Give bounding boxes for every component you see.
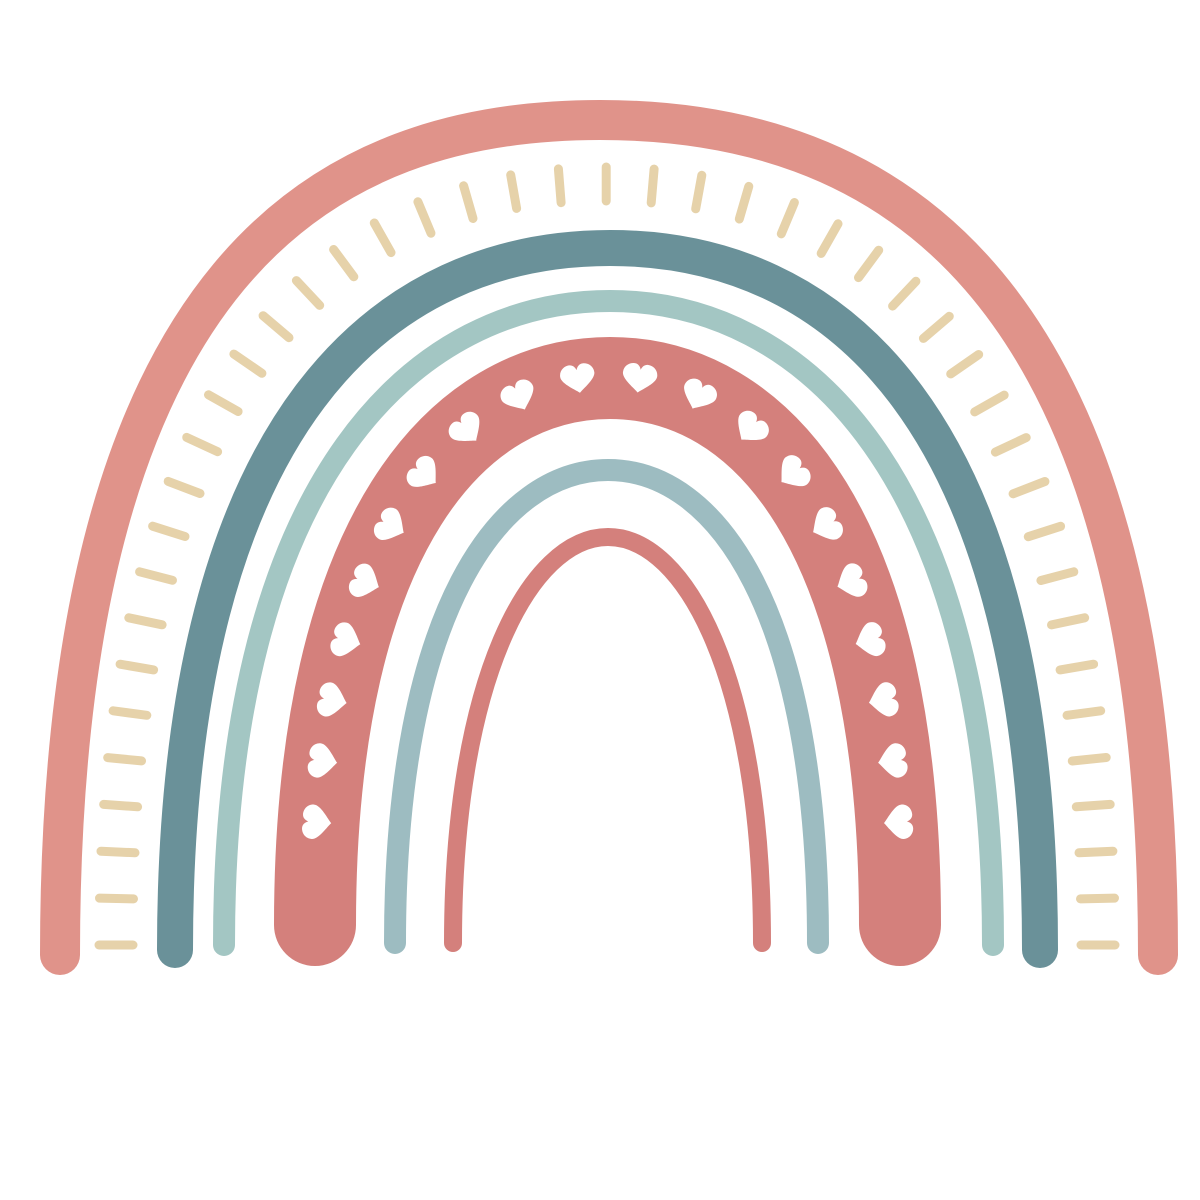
tan-dash bbox=[1047, 613, 1090, 630]
tan-dash bbox=[734, 181, 754, 224]
light-blue-arc bbox=[384, 458, 829, 954]
tan-dash bbox=[329, 245, 359, 282]
heart bbox=[560, 363, 595, 393]
tan-dash bbox=[95, 893, 138, 904]
tan-dash bbox=[553, 164, 566, 208]
heart bbox=[813, 507, 843, 540]
tan-dash bbox=[506, 170, 522, 213]
heart bbox=[448, 411, 480, 442]
heart-row bbox=[302, 363, 914, 840]
tan-dash bbox=[918, 311, 954, 343]
tan-dash bbox=[1023, 521, 1066, 542]
tan-dash bbox=[115, 659, 159, 675]
tan-dash bbox=[888, 276, 921, 311]
heart bbox=[868, 682, 899, 717]
heart bbox=[348, 563, 379, 598]
tan-dash bbox=[691, 170, 707, 214]
tan-dash bbox=[182, 432, 223, 457]
sage-arc bbox=[213, 289, 1004, 956]
tan-dash bbox=[204, 390, 243, 416]
tan-dash bbox=[163, 476, 205, 498]
heart bbox=[330, 622, 361, 657]
tan-dash bbox=[103, 753, 146, 766]
tan-dash bbox=[816, 219, 843, 258]
tan-dash bbox=[1074, 846, 1118, 858]
tan-dash bbox=[369, 218, 396, 258]
tan-dash bbox=[108, 706, 152, 720]
tan-dash bbox=[646, 164, 659, 208]
heart bbox=[500, 379, 534, 410]
heart bbox=[316, 682, 347, 717]
tan-dash bbox=[124, 613, 167, 630]
tan-dash bbox=[1036, 567, 1079, 585]
tan-dash bbox=[1055, 659, 1099, 675]
heart bbox=[837, 563, 868, 597]
tan-dash bbox=[1062, 706, 1106, 720]
heart bbox=[302, 804, 332, 839]
tan-dash bbox=[1067, 753, 1111, 766]
heart bbox=[855, 622, 886, 656]
tan-dash bbox=[459, 181, 478, 223]
heart bbox=[373, 507, 404, 540]
heart-band-arc bbox=[274, 336, 941, 966]
heart bbox=[883, 804, 914, 840]
heart bbox=[738, 410, 769, 441]
tan-dash bbox=[776, 198, 799, 239]
tan-dash bbox=[99, 799, 143, 812]
tan-dash bbox=[229, 349, 267, 378]
heart bbox=[684, 378, 717, 409]
tan-dash bbox=[148, 521, 190, 541]
heart bbox=[878, 743, 908, 778]
tan-dash bbox=[96, 846, 140, 858]
teal-arc bbox=[157, 229, 1058, 968]
tan-dash bbox=[854, 245, 884, 283]
tan-dash-ring bbox=[94, 162, 1120, 950]
inner-pink-arc bbox=[444, 527, 771, 952]
tan-dash bbox=[1076, 893, 1119, 904]
tan-dash bbox=[1071, 799, 1115, 812]
heart bbox=[622, 363, 658, 393]
heart bbox=[307, 743, 338, 778]
tan-dash bbox=[970, 390, 1009, 417]
heart bbox=[781, 455, 811, 487]
tan-dash bbox=[291, 276, 325, 310]
heart bbox=[406, 455, 436, 487]
outer-pink-arc bbox=[40, 99, 1178, 975]
tan-dash bbox=[258, 311, 294, 343]
tan-dash bbox=[413, 197, 436, 238]
tan-dash bbox=[990, 433, 1031, 457]
tan-dash bbox=[135, 567, 177, 585]
tan-dash bbox=[1008, 477, 1050, 499]
tan-dash bbox=[946, 350, 984, 379]
